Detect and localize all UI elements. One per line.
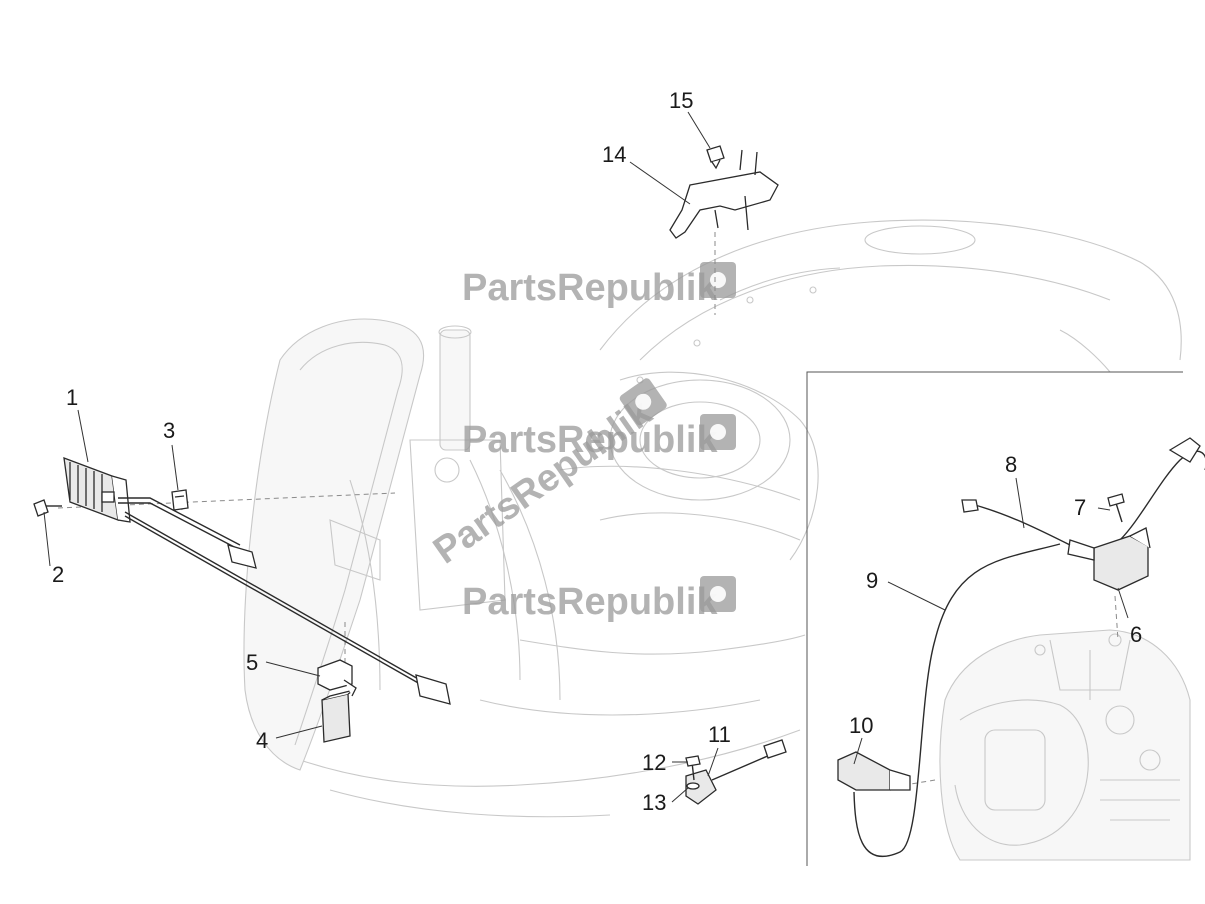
engine-ghost bbox=[939, 629, 1191, 861]
callout-12: 12 bbox=[642, 750, 666, 775]
clip-nut-part-3 bbox=[171, 489, 189, 511]
callout-7: 7 bbox=[1074, 495, 1086, 520]
regulator-harness bbox=[118, 497, 451, 705]
screw-part-12 bbox=[685, 755, 701, 781]
spark-plug-cap-part-10 bbox=[837, 751, 911, 791]
callout-4: 4 bbox=[256, 728, 268, 753]
watermark-2: PartsRepublik bbox=[462, 414, 736, 461]
callout-9: 9 bbox=[866, 568, 878, 593]
washer-part-13 bbox=[686, 782, 700, 790]
coil-screw-part-7 bbox=[1107, 493, 1125, 523]
callout-5: 5 bbox=[246, 650, 258, 675]
callout-15: 15 bbox=[669, 88, 693, 113]
callout-11: 11 bbox=[708, 722, 731, 747]
callout-10: 10 bbox=[849, 713, 873, 738]
callout-8: 8 bbox=[1005, 452, 1017, 477]
voltage-regulator bbox=[63, 457, 131, 523]
watermark-text: PartsRepublik bbox=[462, 419, 718, 461]
fastener-part-15 bbox=[706, 145, 725, 170]
callout-6: 6 bbox=[1130, 622, 1142, 647]
scooter-frame-ghost bbox=[243, 219, 1182, 818]
callout-2: 2 bbox=[52, 562, 64, 587]
watermark-text: PartsRepublik bbox=[462, 267, 718, 309]
callout-1: 1 bbox=[66, 385, 78, 410]
relay-part-4 bbox=[321, 689, 355, 743]
callout-14: 14 bbox=[602, 142, 626, 167]
screw-part-2 bbox=[33, 499, 62, 517]
callout-13: 13 bbox=[642, 790, 666, 815]
leader-lines bbox=[43, 111, 1129, 803]
watermark-text: PartsRepublik bbox=[462, 581, 718, 623]
callout-3: 3 bbox=[163, 418, 175, 443]
sensor-part-11 bbox=[685, 739, 787, 805]
relay-bracket-part-5 bbox=[317, 659, 357, 697]
inset-panel bbox=[806, 371, 1191, 866]
ignition-coil-part-6 bbox=[1067, 527, 1151, 591]
coil-lead-part-8 bbox=[961, 499, 1071, 546]
bracket-part-14 bbox=[669, 149, 779, 239]
watermark-3: PartsRepublik bbox=[462, 576, 736, 623]
watermark-1: PartsRepublik bbox=[462, 262, 736, 309]
spark-plug-boot bbox=[1168, 437, 1201, 463]
callouts: 1 2 3 4 5 6 7 8 9 10 11 12 13 14 15 bbox=[52, 88, 1142, 815]
